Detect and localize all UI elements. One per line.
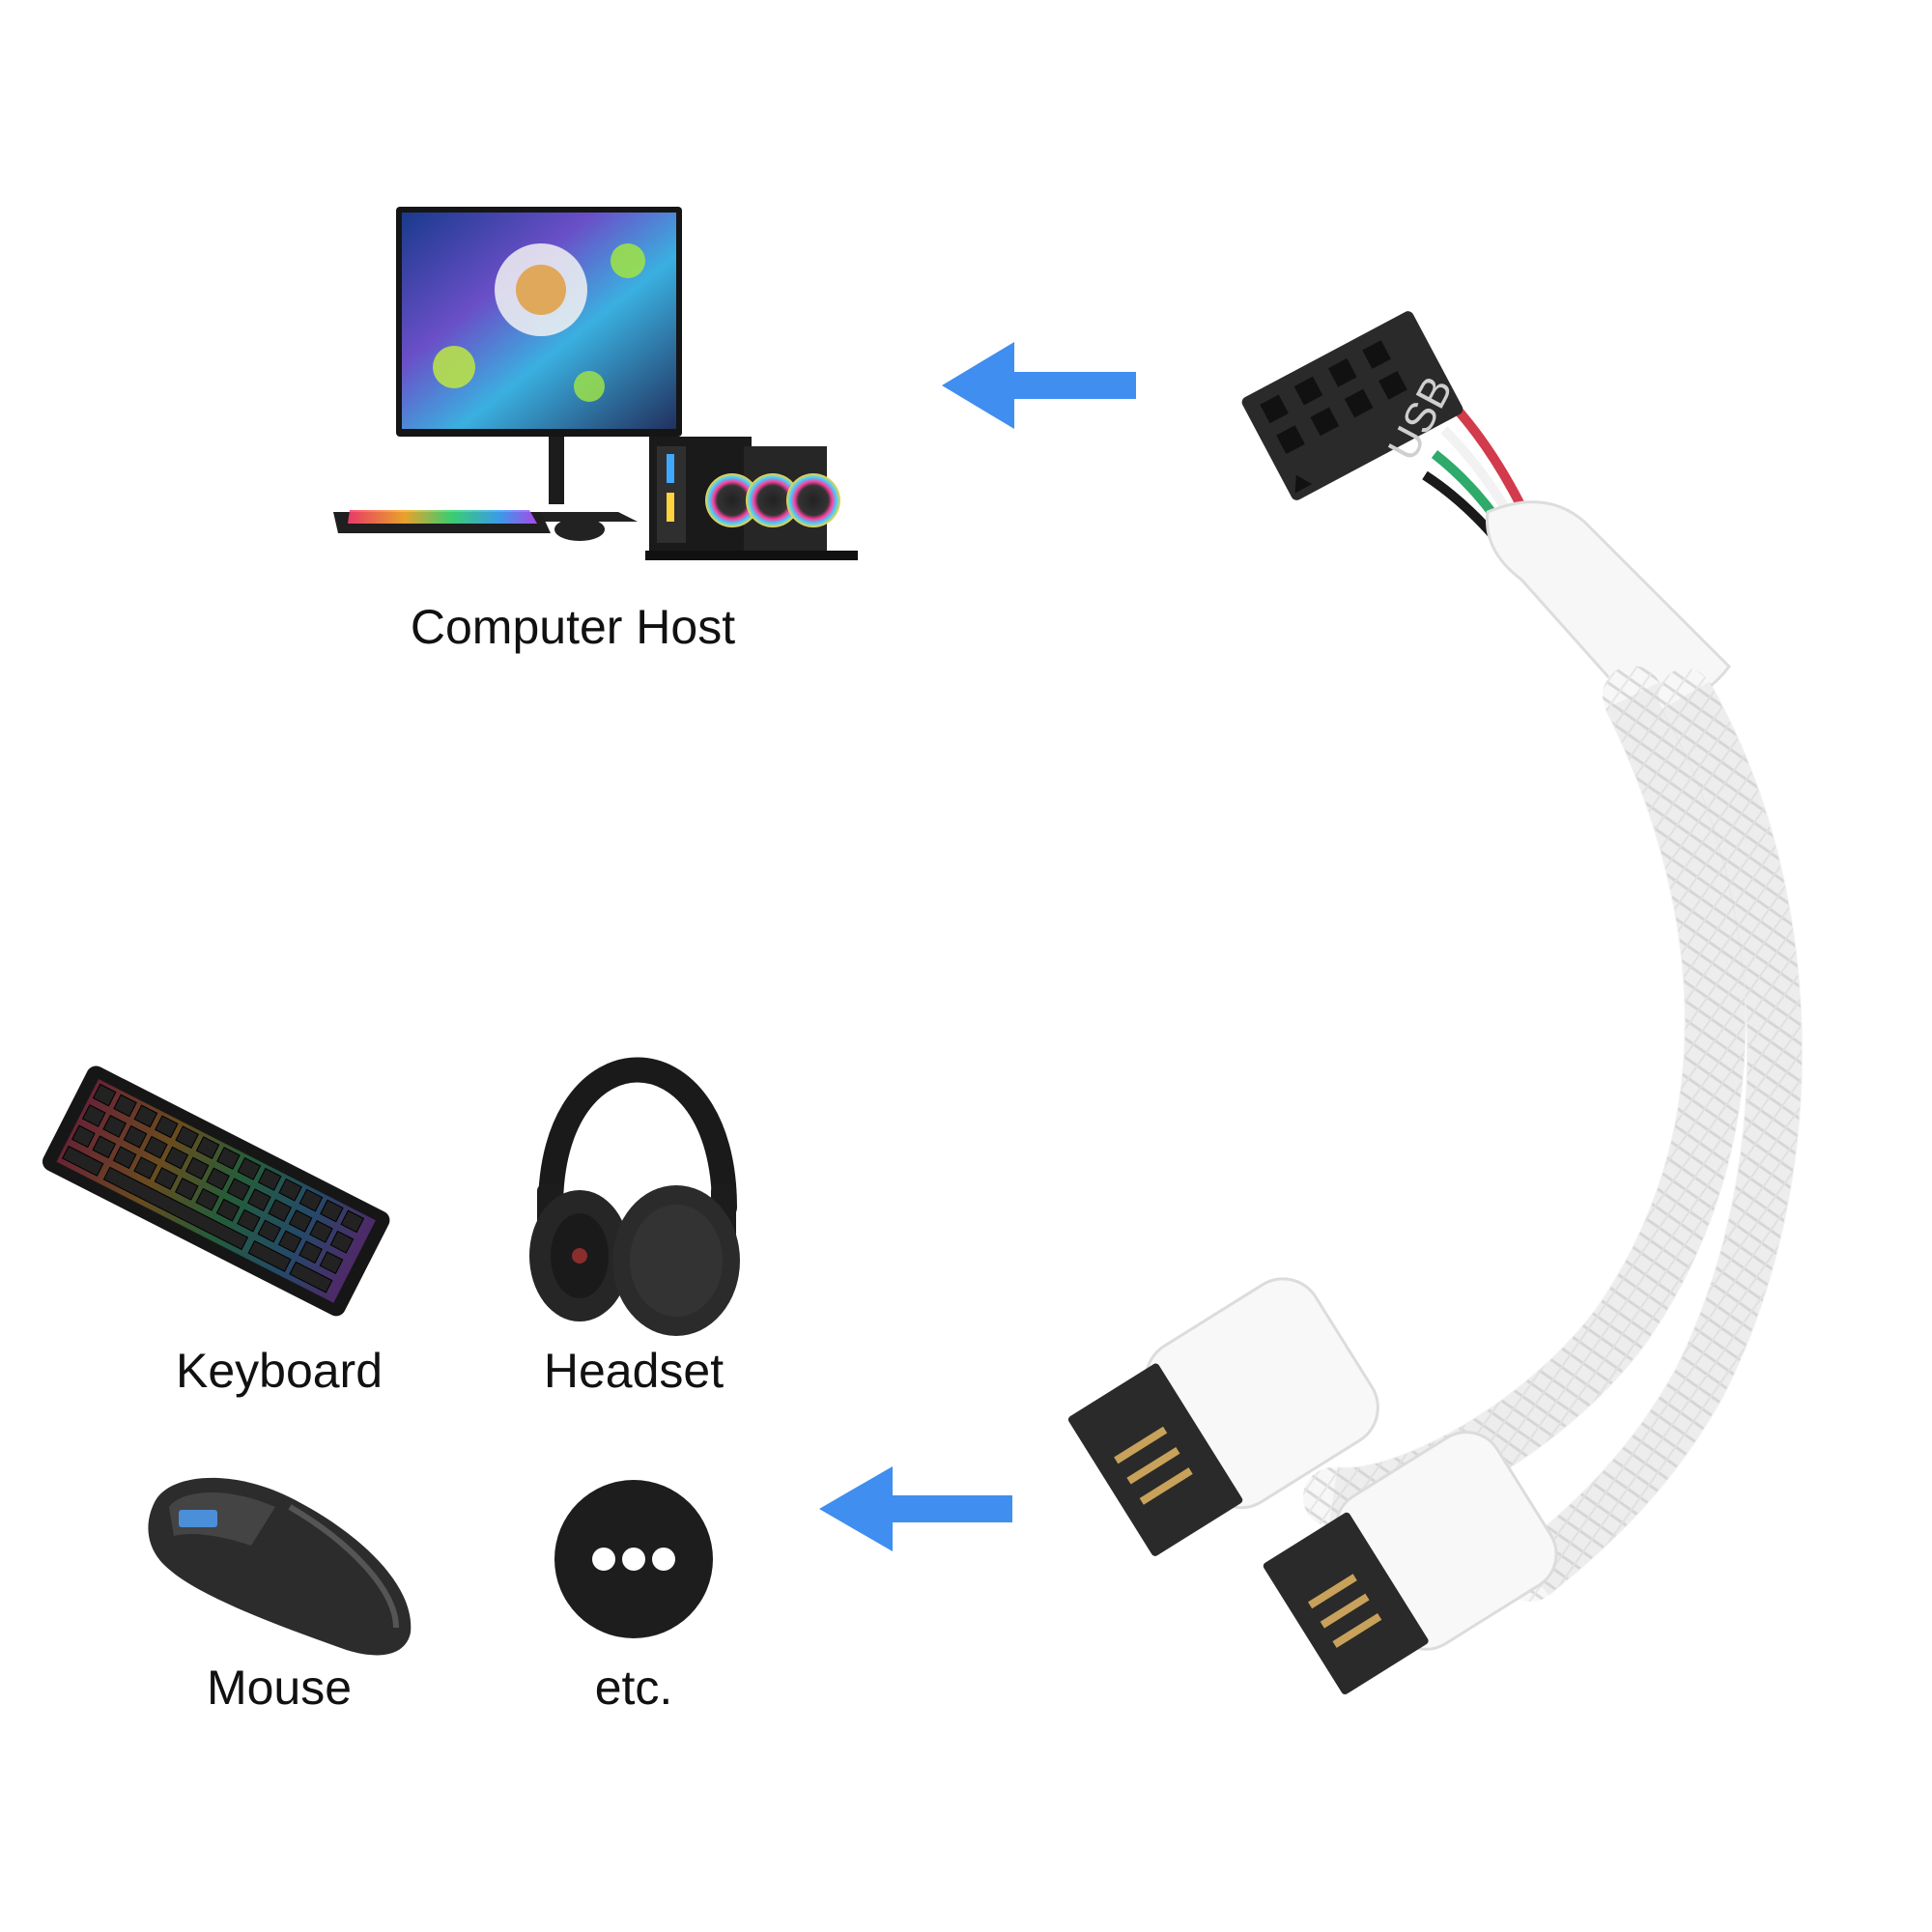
- mouse-icon: [148, 1477, 412, 1656]
- more-dots-icon: [554, 1480, 713, 1638]
- desktop-computer-icon: [333, 207, 858, 560]
- mouse-label: Mouse: [206, 1661, 353, 1715]
- y-splitter-cable: [1303, 402, 1804, 1602]
- keyboard-icon: [42, 1065, 390, 1317]
- usb-output-connector-2: [1263, 1431, 1558, 1695]
- arrow-left-icon: [942, 342, 1136, 429]
- arrow-left-icon: [819, 1466, 1012, 1551]
- headset-label: Headset: [543, 1344, 724, 1398]
- headset-icon: [529, 1057, 740, 1336]
- etc-label: etc.: [594, 1661, 673, 1715]
- keyboard-label: Keyboard: [175, 1344, 384, 1398]
- usb-header-connector: [1241, 311, 1463, 500]
- usb-output-connector-1: [1067, 1277, 1379, 1556]
- computer-host-label: Computer Host: [410, 600, 736, 654]
